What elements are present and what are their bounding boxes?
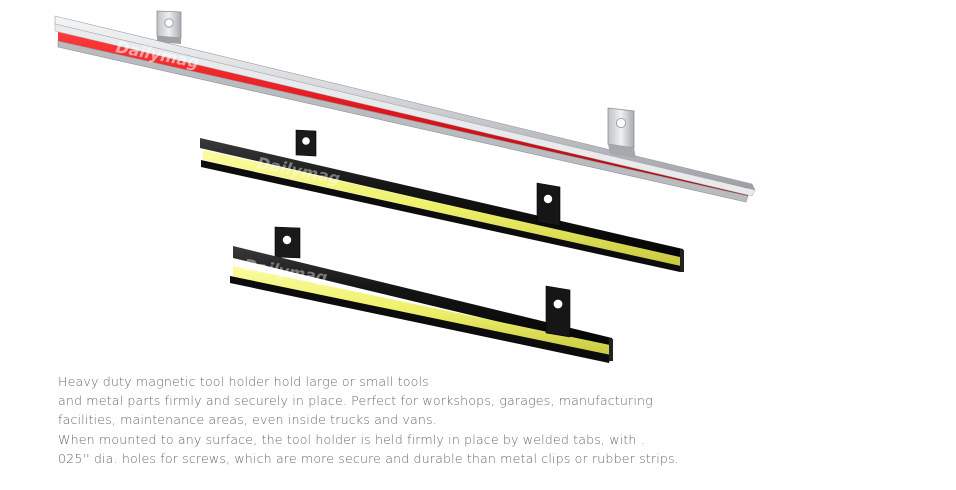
description-line-5: 025'' dia. holes for screws, which are m… bbox=[58, 450, 679, 466]
short-black-magnetic-bar: Dailymag bbox=[230, 226, 613, 363]
description-line-3: facilities, maintenance areas, even insi… bbox=[58, 412, 437, 428]
screw-hole bbox=[616, 118, 627, 129]
mounting-tab-right bbox=[545, 285, 571, 338]
mounting-tab-left bbox=[156, 10, 182, 44]
medium-black-magnetic-bar: Dailymag bbox=[200, 129, 684, 272]
screw-hole bbox=[302, 137, 310, 145]
screw-hole bbox=[543, 194, 553, 204]
screw-hole bbox=[282, 235, 292, 245]
mounting-tab-right bbox=[607, 107, 636, 158]
screw-hole bbox=[164, 18, 174, 28]
mounting-tab-left bbox=[274, 226, 301, 259]
mounting-tab-left bbox=[295, 129, 317, 157]
description-line-2: and metal parts firmly and securely in p… bbox=[58, 393, 653, 409]
product-photo: Dailymag Dailymag bbox=[54, 10, 756, 363]
description-line-4: When mounted to any surface, the tool ho… bbox=[58, 431, 645, 447]
description-line-1: Heavy duty magnetic tool holder hold lar… bbox=[58, 374, 429, 389]
mounting-tab-right bbox=[536, 182, 561, 227]
screw-hole bbox=[553, 299, 563, 309]
product-description: Heavy duty magnetic tool holder hold lar… bbox=[58, 372, 938, 468]
long-steel-magnetic-bar: Dailymag bbox=[54, 10, 756, 203]
